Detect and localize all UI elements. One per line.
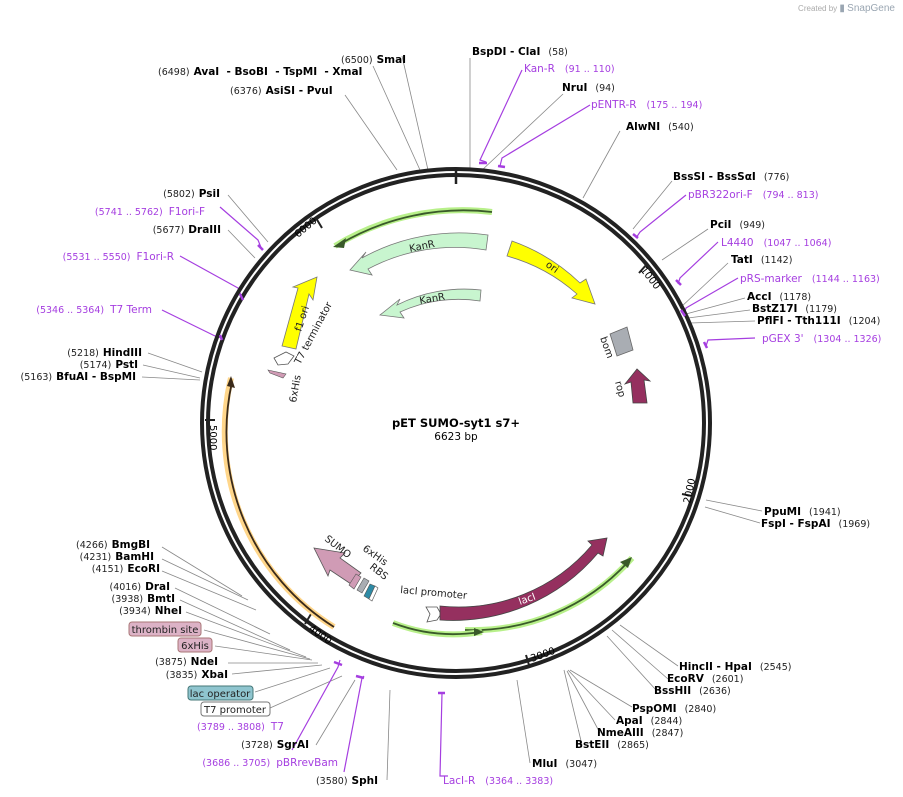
svg-text:MluI(3047): MluI(3047)	[532, 758, 597, 770]
label-lac-operator: lac operator	[190, 689, 251, 700]
svg-text:NruI(94): NruI(94)	[562, 82, 615, 94]
svg-text:KanR: KanR	[408, 239, 436, 255]
svg-text:(3934)NheI: (3934)NheI	[119, 605, 182, 617]
orf-lacI-glow-inner	[391, 620, 484, 638]
primer-labels-left: (5741 .. 5762)F1ori-F (5531 .. 5550)F1or…	[36, 206, 338, 769]
svg-text:(5346 .. 5364)T7 Term: (5346 .. 5364)T7 Term	[36, 304, 152, 316]
feature-lacI-promoter: lacI promoter	[400, 585, 469, 623]
svg-text:(3789 .. 3808)T7: (3789 .. 3808)T7	[197, 721, 284, 733]
svg-text:ApaI(2844): ApaI(2844)	[616, 715, 682, 727]
svg-text:(3686 .. 3705)pBRrevBam: (3686 .. 3705)pBRrevBam	[202, 757, 338, 769]
tick-5000: 5000	[207, 425, 218, 450]
svg-text:(5174)PstI: (5174)PstI	[80, 359, 138, 371]
svg-text:Kan-R(91 .. 110): Kan-R(91 .. 110)	[524, 63, 615, 75]
orf-lacI-glow-outer	[464, 556, 635, 634]
svg-text:pENTR-R(175 .. 194): pENTR-R(175 .. 194)	[591, 99, 702, 111]
svg-text:AccI(1178): AccI(1178)	[747, 291, 811, 303]
feature-kanR-inner: KanR	[379, 288, 482, 319]
tick-2000: 2000	[682, 477, 698, 504]
enzyme-labels-right: BspDI - ClaI(58) NruI(94) AlwNI(540) Bss…	[472, 46, 880, 770]
enzyme-labels-top-left: (6500)SmaI (6498)AvaI - BsoBI - TspMI - …	[158, 54, 406, 97]
svg-text:pRS-marker(1144 .. 1163): pRS-marker(1144 .. 1163)	[740, 273, 880, 285]
orf-sumo-glow	[221, 376, 336, 630]
svg-text:PciI(949): PciI(949)	[710, 219, 765, 231]
svg-text:BstZ17I(1179): BstZ17I(1179)	[752, 303, 837, 315]
svg-text:LacI-R(3364 .. 3383): LacI-R(3364 .. 3383)	[443, 775, 553, 787]
primer-markers	[218, 161, 709, 695]
svg-text:AlwNI(540): AlwNI(540)	[626, 121, 694, 133]
svg-text:FspI - FspAI(1969): FspI - FspAI(1969)	[761, 518, 870, 530]
feature-ori: ori	[506, 240, 596, 305]
svg-text:(3835)XbaI: (3835)XbaI	[166, 669, 228, 681]
svg-text:BstEII(2865): BstEII(2865)	[575, 739, 649, 751]
svg-text:BssSI - BssSαI(776): BssSI - BssSαI(776)	[673, 171, 789, 183]
label-6xhis: 6xHis	[181, 641, 209, 652]
svg-text:(3875)NdeI: (3875)NdeI	[155, 656, 218, 668]
label-t7-promoter: T7 promoter	[203, 705, 267, 716]
svg-text:rop: rop	[612, 380, 627, 399]
svg-text:(3938)BmtI: (3938)BmtI	[112, 593, 175, 605]
svg-text:lacI: lacI	[517, 592, 537, 608]
enzyme-labels-left: (5802)PsiI (5677)DraIII (5218)HindIII (5…	[21, 188, 378, 787]
svg-text:(5802)PsiI: (5802)PsiI	[163, 188, 220, 200]
svg-text:(6376)AsiSI - PvuI: (6376)AsiSI - PvuI	[230, 85, 333, 97]
svg-text:BssHII(2636): BssHII(2636)	[654, 685, 731, 697]
svg-text:PspOMI(2840): PspOMI(2840)	[632, 703, 716, 715]
credit-brand: SnapGene	[847, 3, 895, 14]
svg-text:PpuMI(1941): PpuMI(1941)	[764, 506, 841, 518]
svg-text:(5531 .. 5550)F1ori-R: (5531 .. 5550)F1ori-R	[63, 251, 174, 263]
primer-labels-right: Kan-R(91 .. 110) pENTR-R(175 .. 194) pBR…	[443, 63, 881, 787]
svg-text:(4151)EcoRI: (4151)EcoRI	[92, 563, 160, 575]
plasmid-name: pET SUMO-syt1 s7+	[392, 416, 520, 430]
svg-text:(6500)SmaI: (6500)SmaI	[341, 54, 406, 66]
svg-text:(4016)DraI: (4016)DraI	[110, 581, 170, 593]
svg-text:(3728)SgrAI: (3728)SgrAI	[241, 739, 309, 751]
svg-text:lacI promoter: lacI promoter	[400, 585, 469, 602]
svg-text:NmeAIII(2847): NmeAIII(2847)	[597, 727, 683, 739]
svg-text:L4440(1047 .. 1064): L4440(1047 .. 1064)	[721, 237, 831, 249]
feature-lacI: lacI	[439, 537, 608, 621]
svg-text:RBS: RBS	[367, 562, 390, 583]
plasmid-length: 6623 bp	[434, 431, 478, 443]
svg-text:(5677)DraIII: (5677)DraIII	[153, 224, 221, 236]
feature-bom: bom	[597, 326, 634, 360]
svg-text:6xHis: 6xHis	[288, 374, 304, 403]
tick-marks	[205, 217, 693, 666]
svg-text:pGEX 3'(1304 .. 1326): pGEX 3'(1304 .. 1326)	[762, 333, 881, 345]
svg-text:KanR: KanR	[419, 292, 446, 307]
feature-sumo: SUMO	[313, 534, 362, 585]
svg-text:BspDI - ClaI(58): BspDI - ClaI(58)	[472, 46, 568, 58]
boxed-feature-labels: thrombin site 6xHis lac operator T7 prom…	[128, 621, 271, 717]
svg-text:(4231)BamHI: (4231)BamHI	[80, 551, 154, 563]
feature-rop: rop	[612, 368, 652, 404]
svg-text:(5218)HindIII: (5218)HindIII	[67, 347, 142, 359]
feature-6xhis-top: 6xHis	[267, 369, 304, 404]
snapgene-credit: Created by ▮ SnapGene	[798, 3, 895, 14]
feature-small-boxes: 6xHis RBS	[348, 543, 390, 602]
svg-text:(5163)BfuAI - BspMI: (5163)BfuAI - BspMI	[21, 371, 136, 383]
svg-text:(5741 .. 5762)F1ori-F: (5741 .. 5762)F1ori-F	[95, 206, 205, 218]
svg-text:(4266)BmgBI: (4266)BmgBI	[76, 539, 150, 551]
snapgene-logo: ▮	[839, 3, 845, 14]
svg-text:HincII - HpaI(2545): HincII - HpaI(2545)	[679, 661, 791, 673]
svg-text:TatI(1142): TatI(1142)	[731, 254, 792, 266]
credit-prefix: Created by	[798, 4, 838, 13]
label-thrombin-site: thrombin site	[132, 625, 199, 636]
backbone-outer	[200, 167, 712, 679]
orf-kanR-glow	[333, 207, 493, 249]
svg-text:PflFI - Tth111I(1204): PflFI - Tth111I(1204)	[757, 315, 880, 327]
svg-text:(6498)AvaI - BsoBI - TspMI: (6498)AvaI - BsoBI - TspMI - XmaI	[158, 66, 362, 78]
enzyme-leader-lines	[141, 55, 763, 781]
svg-text:(3580)SphI: (3580)SphI	[316, 775, 378, 787]
svg-text:pBR322ori-F(794 .. 813): pBR322ori-F(794 .. 813)	[688, 189, 818, 201]
feature-kanR-outer: KanR	[349, 232, 489, 276]
svg-text:EcoRV(2601): EcoRV(2601)	[667, 673, 743, 685]
